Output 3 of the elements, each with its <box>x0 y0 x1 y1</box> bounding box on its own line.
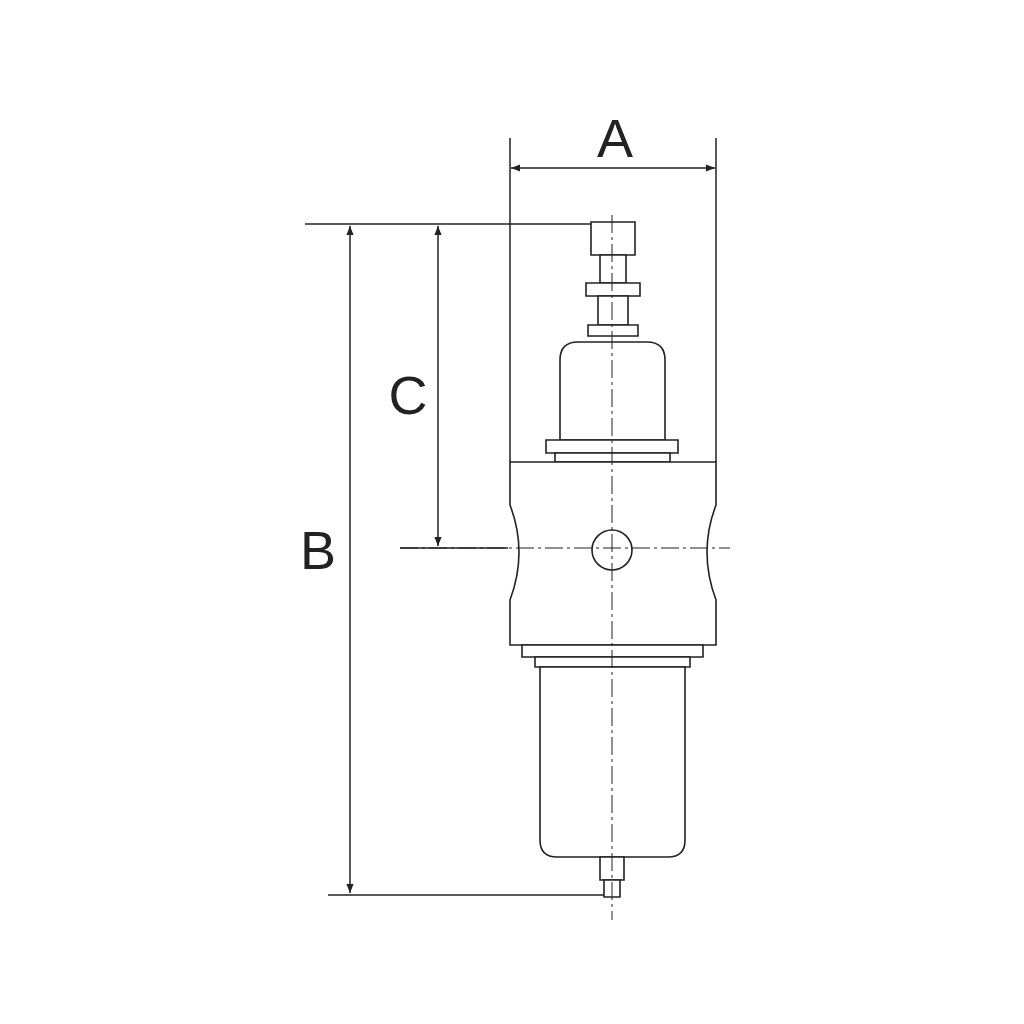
dimension-label: B <box>300 523 336 577</box>
dimension-label: C <box>388 368 428 422</box>
dimension-label: A <box>597 111 633 165</box>
